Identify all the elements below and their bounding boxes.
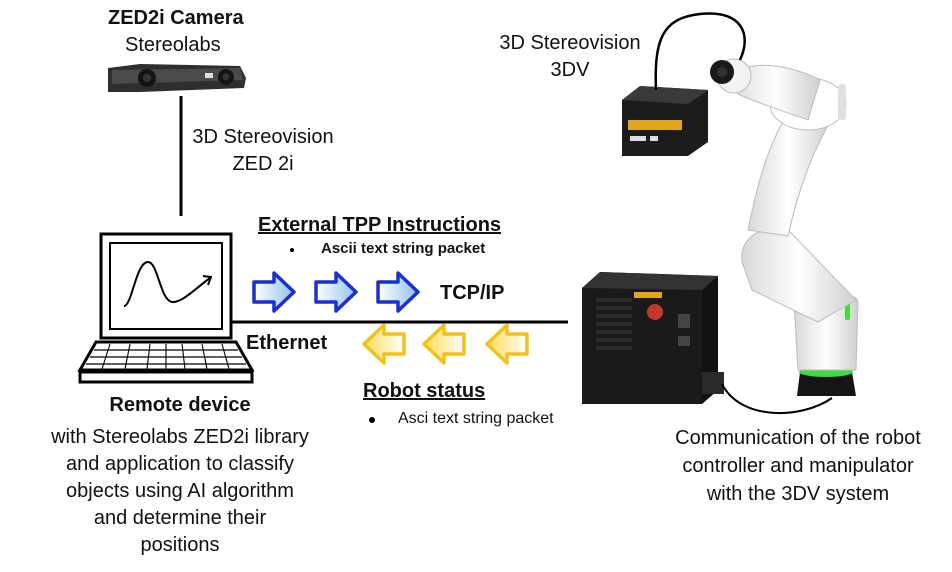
zed-link-label: 3D Stereovision ZED 2i xyxy=(192,126,334,175)
status-arrows xyxy=(362,323,529,365)
controller-cable xyxy=(721,383,833,415)
blue-arrow-icon xyxy=(252,271,296,313)
blue-arrow-icon xyxy=(314,271,358,313)
status-bullet: Asci text string packet xyxy=(398,410,554,427)
blue-arrow-icon xyxy=(376,271,420,313)
ethernet-label: Ethernet xyxy=(246,332,328,354)
bullet-icon xyxy=(369,417,375,423)
instructions-title: External TPP Instructions xyxy=(258,214,502,236)
protocol-label: TCP/IP xyxy=(440,282,505,304)
status-title: Robot status xyxy=(363,380,486,402)
instruction-arrows xyxy=(252,271,420,313)
yellow-arrow-icon xyxy=(422,323,466,365)
3dv-sensor-icon xyxy=(622,86,708,156)
robot-controller-icon xyxy=(582,272,724,404)
laptop-icon xyxy=(77,232,255,384)
zed2i-camera-icon xyxy=(108,64,246,92)
sensor-3dv-label: 3D Stereovision 3DV xyxy=(499,32,641,81)
remote-device-title: Remote device xyxy=(109,394,251,416)
bullet-icon xyxy=(290,248,294,252)
remote-device-description: with Stereolabs ZED2i library and applic… xyxy=(51,426,309,556)
camera-maker: Stereolabs xyxy=(125,34,221,56)
instructions-bullet: Ascii text string packet xyxy=(321,240,486,257)
robot-arm-icon xyxy=(710,58,859,396)
sensor-cable xyxy=(654,12,746,91)
yellow-arrow-icon xyxy=(362,323,406,365)
yellow-arrow-icon xyxy=(485,323,529,365)
robot-description: Communication of the robot controller an… xyxy=(675,427,921,505)
camera-name: ZED2i Camera xyxy=(108,7,244,29)
